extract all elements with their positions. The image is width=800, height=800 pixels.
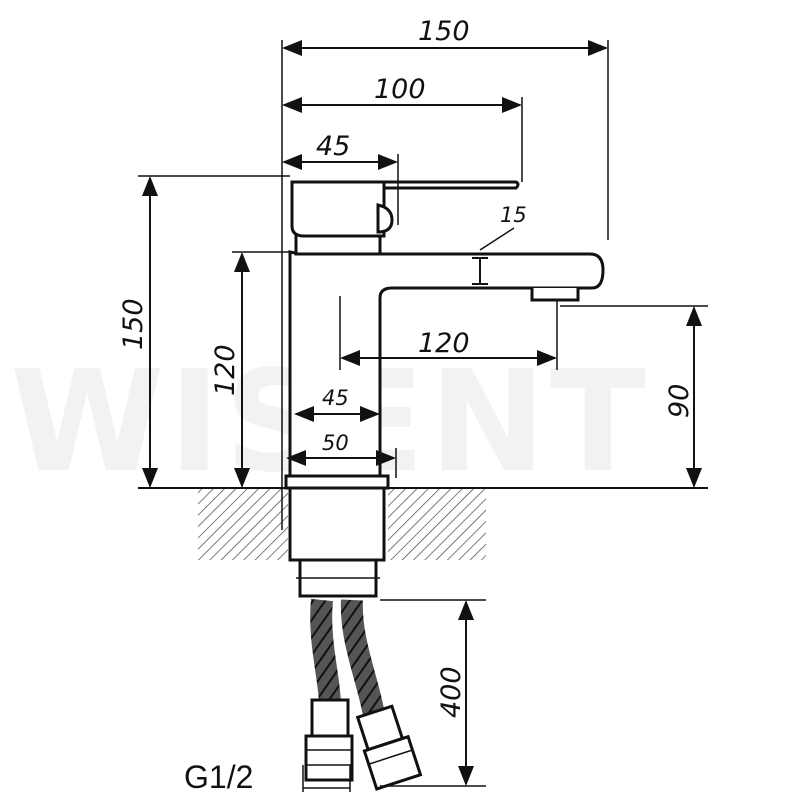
dim-spout-thickness: 15 — [500, 203, 527, 227]
dim-body-inner-width: 45 — [322, 386, 349, 410]
dimension-labels: 150 100 45 15 150 120 120 90 45 50 400 G… — [118, 16, 695, 795]
countertop-section — [138, 487, 708, 560]
dim-overall-length: 150 — [418, 16, 470, 47]
dim-hose-length: 400 — [436, 666, 467, 718]
dimension-lines — [142, 40, 702, 792]
flexible-hoses — [304, 598, 423, 791]
dim-body-height: 120 — [210, 344, 241, 396]
dim-base-width: 50 — [322, 431, 349, 455]
extension-lines — [138, 40, 708, 787]
dim-handle-reach: 100 — [374, 74, 426, 105]
connection-thread-label: G1/2 — [184, 759, 253, 795]
dim-spout-projection: 120 — [418, 328, 470, 359]
dim-spout-clearance: 90 — [664, 384, 695, 418]
dim-handle-offset: 45 — [316, 131, 350, 162]
dim-overall-height: 150 — [118, 298, 149, 350]
